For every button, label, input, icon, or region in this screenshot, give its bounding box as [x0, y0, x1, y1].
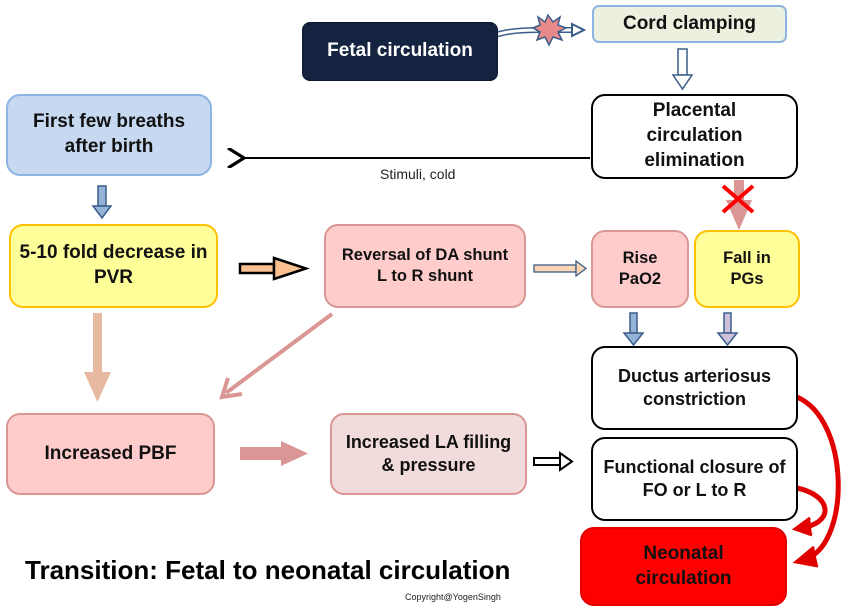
node-label: Reversal of DA shunt L to R shunt — [341, 245, 509, 285]
pvr-to-pbf-arrow — [84, 313, 111, 402]
node-fall-pgs: Fall in PGs — [694, 230, 800, 308]
ductus-to-neonatal-arrow — [792, 394, 841, 568]
la-to-fo-arrow — [533, 451, 574, 472]
node-da-shunt-reversal: Reversal of DA shunt L to R shunt — [324, 224, 526, 308]
node-la-filling: Increased LA filling & pressure — [330, 413, 527, 495]
node-rise-pao2: Rise PaO2 — [591, 230, 689, 308]
node-ductus-constriction: Ductus arteriosus constriction — [591, 346, 798, 430]
node-label: Ductus arteriosus constriction — [617, 365, 772, 409]
node-label: Rise PaO2 — [618, 248, 662, 288]
node-label: Placental circulation elimination — [644, 100, 745, 171]
node-label: 5-10 fold decrease in PVR — [19, 242, 208, 288]
node-label: Functional closure of FO or L to R — [603, 456, 786, 500]
node-cord-clamping: Cord clamping — [592, 5, 787, 43]
reversal-to-pbf-arrow — [219, 312, 334, 400]
burst-icon — [531, 13, 568, 47]
pao2-to-ductus-arrow — [622, 312, 645, 347]
blocked-x-icon — [721, 184, 755, 214]
pvr-to-reversal-arrow — [238, 256, 311, 281]
node-fo-closure: Functional closure of FO or L to R — [591, 437, 798, 521]
node-first-breaths: First few breaths after birth — [6, 94, 212, 176]
copyright-text: Copyright@YogenSingh — [405, 592, 501, 602]
fo-to-neonatal-arrow — [791, 485, 828, 537]
breaths-to-pvr-arrow — [91, 185, 113, 220]
stimuli-label: Stimuli, cold — [380, 166, 456, 182]
reversal-to-pao2-arrow — [533, 259, 588, 278]
node-increased-pbf: Increased PBF — [6, 413, 215, 495]
node-label: Neonatal circulation — [635, 542, 732, 589]
node-label: Increased PBF — [44, 442, 177, 464]
node-neonatal-circulation: Neonatal circulation — [580, 527, 787, 606]
diagram-title: Transition: Fetal to neonatal circulatio… — [25, 555, 511, 585]
node-label: Cord clamping — [622, 12, 756, 34]
pbf-to-la-arrow — [240, 441, 308, 466]
cord-to-placental-arrow — [671, 48, 694, 91]
node-label: Fetal circulation — [327, 40, 473, 62]
node-label: Fall in PGs — [723, 248, 771, 288]
node-pvr-decrease: 5-10 fold decrease in PVR — [9, 224, 218, 308]
pgs-to-ductus-arrow — [716, 312, 739, 347]
node-label: Increased LA filling & pressure — [345, 431, 512, 475]
node-fetal-circulation: Fetal circulation — [302, 22, 498, 81]
node-label: First few breaths after birth — [32, 111, 186, 157]
node-placental-elimination: Placental circulation elimination — [591, 94, 798, 179]
